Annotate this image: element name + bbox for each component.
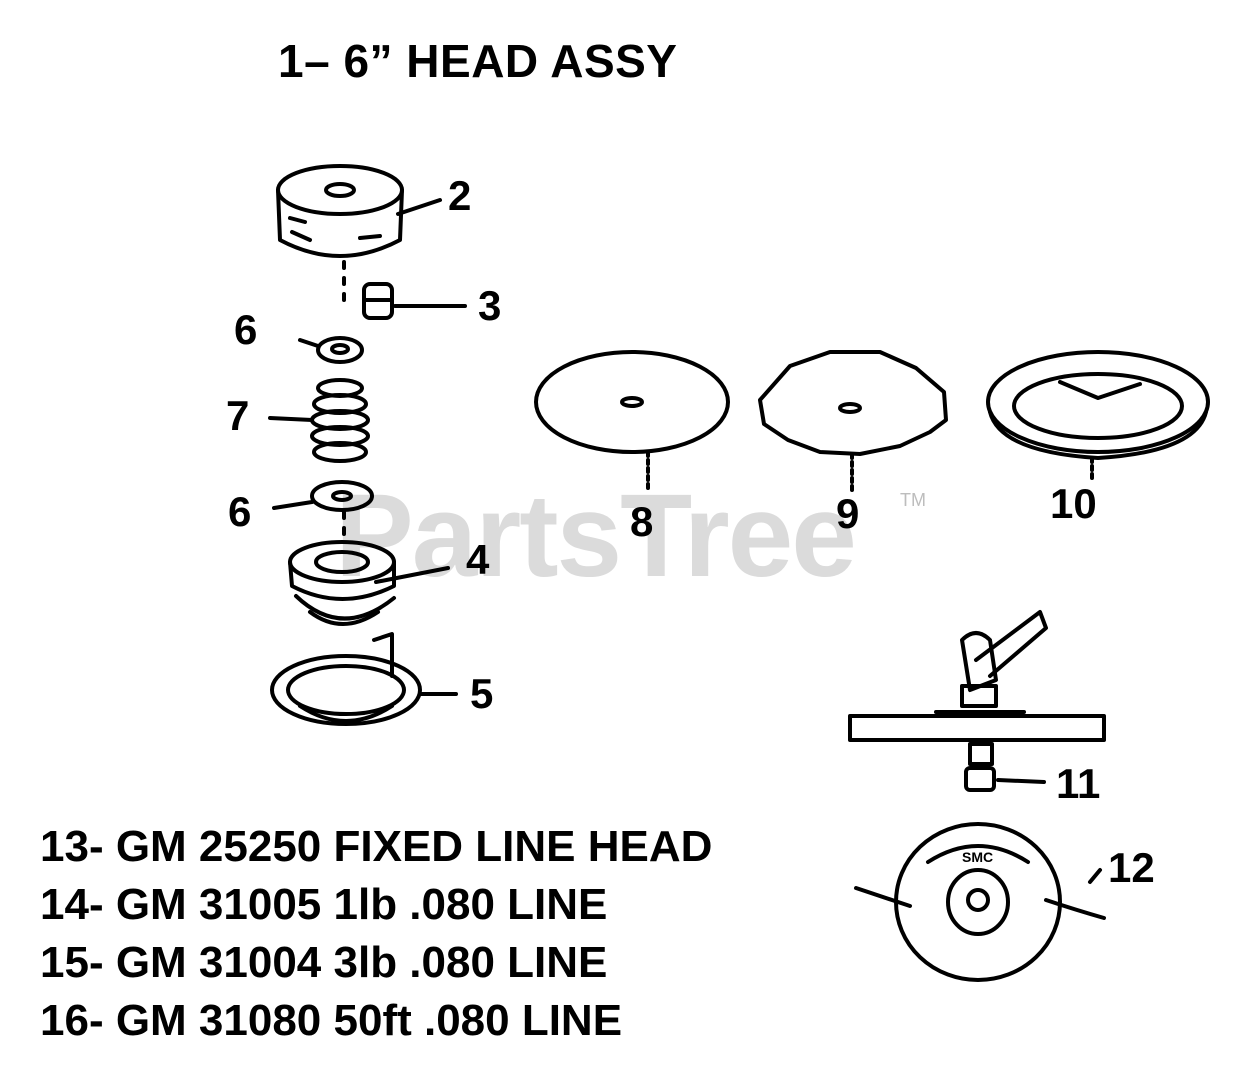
callout-12: 12 xyxy=(1108,844,1155,891)
callout-6-upper: 6 xyxy=(234,306,258,353)
callout-6-lower: 6 xyxy=(228,488,252,535)
callout-10: 10 xyxy=(1050,480,1097,527)
part-7-spring xyxy=(268,378,370,463)
part-10-guard-ring xyxy=(986,350,1210,482)
part-2-cap xyxy=(276,164,442,258)
parts-list-item: 13- GM 25250 FIXED LINE HEAD xyxy=(40,822,713,871)
part-9-star-blade xyxy=(758,350,948,492)
part-5-housing xyxy=(270,632,458,726)
diagram-title: 1– 6” HEAD ASSY xyxy=(278,35,678,87)
additional-parts-list: 13- GM 25250 FIXED LINE HEAD 14- GM 3100… xyxy=(40,818,712,1050)
part-12-stamp: SMC xyxy=(962,849,993,865)
part-11-trimmer-assembly xyxy=(848,610,1106,792)
callout-3: 3 xyxy=(478,282,502,329)
callout-9: 9 xyxy=(836,490,860,537)
part-12-line-head xyxy=(854,822,1106,982)
callout-5: 5 xyxy=(470,670,494,717)
parts-list-item: 14- GM 31005 1lb .080 LINE xyxy=(40,880,608,929)
callout-2: 2 xyxy=(448,172,472,219)
part-6-lower-washer xyxy=(272,480,374,512)
parts-list-item: 16- GM 31080 50ft .080 LINE xyxy=(40,996,623,1045)
part-3-nut xyxy=(362,282,467,320)
callout-4: 4 xyxy=(466,536,490,583)
part-4-spool xyxy=(288,540,450,626)
part-8-blade-disc xyxy=(534,350,730,492)
trademark-symbol: TM xyxy=(900,490,926,510)
watermark: PartsTree xyxy=(335,470,857,602)
callout-11: 11 xyxy=(1056,760,1101,807)
callout-8: 8 xyxy=(630,498,654,545)
part-6-upper-washer xyxy=(298,336,364,364)
parts-list-item: 15- GM 31004 3lb .080 LINE xyxy=(40,938,608,987)
callout-7: 7 xyxy=(226,392,250,439)
